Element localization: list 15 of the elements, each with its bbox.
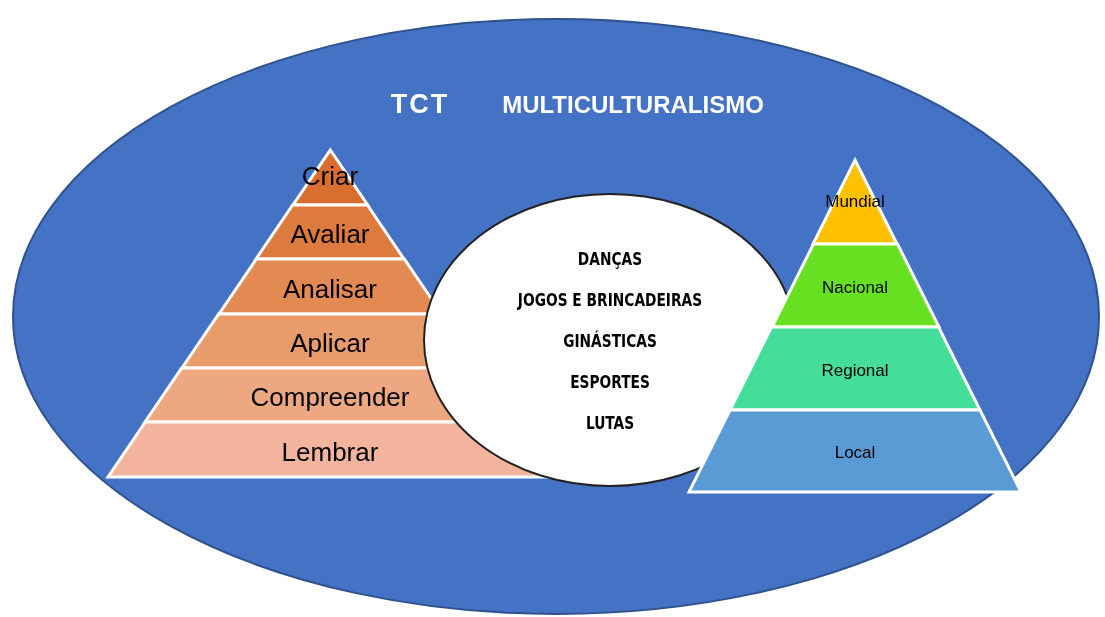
activity-label: ESPORTES	[570, 372, 650, 392]
title-text: MULTICULTURALISMO	[502, 91, 764, 119]
layer-label: Lembrar	[281, 437, 379, 466]
activity-label: DANÇAS	[577, 249, 643, 269]
layer-label: Analisar	[283, 274, 377, 303]
layer-label: Local	[834, 443, 876, 463]
activity-label: GINÁSTICAS	[563, 331, 657, 351]
layer-label: Aplicar	[290, 328, 370, 358]
activity-label: LUTAS	[585, 413, 635, 433]
layer-label: Compreender	[250, 382, 410, 412]
title-text: TCT	[390, 90, 450, 120]
activity-label: JOGOS E BRINCADEIRAS	[517, 290, 703, 310]
layer-label: Avaliar	[290, 219, 370, 249]
layer-label: Nacional	[821, 278, 889, 297]
layer-label: Regional	[821, 361, 889, 380]
